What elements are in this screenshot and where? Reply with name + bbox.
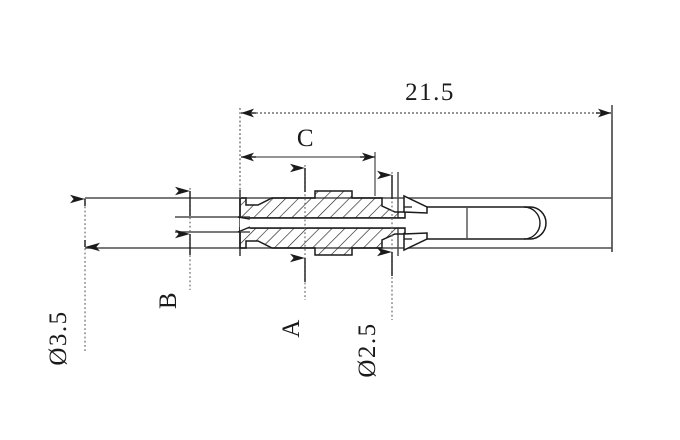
pin-tip-inner-radius bbox=[523, 206, 541, 240]
central-bore-fill bbox=[240, 218, 405, 228]
dimension-c: C bbox=[241, 125, 376, 196]
dimension-label-collar-diameter: Ø2.5 bbox=[354, 322, 381, 377]
dimension-b: B bbox=[155, 186, 191, 309]
bore-entry-bottom-taper bbox=[237, 226, 251, 233]
bore-entry-top-taper bbox=[237, 216, 251, 220]
part-geometry bbox=[85, 105, 613, 256]
dimension-label-outer-diameter: Ø3.5 bbox=[45, 310, 72, 365]
dimension-a: A bbox=[278, 163, 306, 338]
dimension-label-overall-length: 21.5 bbox=[405, 79, 455, 106]
body-upper-hatch bbox=[240, 191, 405, 218]
dimension-label-b: B bbox=[155, 291, 182, 309]
dimension-label-a: A bbox=[278, 318, 305, 338]
dimension-collar-diameter: Ø2.5 bbox=[354, 170, 393, 378]
dimension-outer-diameter: Ø3.5 bbox=[45, 194, 100, 366]
pin-tip-outer-radius bbox=[529, 206, 547, 240]
dimension-overall-length: 21.5 bbox=[239, 79, 613, 200]
body-lower-hatch bbox=[240, 228, 405, 255]
body-lower-outline bbox=[239, 227, 406, 256]
dimension-label-c: C bbox=[297, 125, 315, 152]
body-upper-outline bbox=[239, 190, 406, 219]
